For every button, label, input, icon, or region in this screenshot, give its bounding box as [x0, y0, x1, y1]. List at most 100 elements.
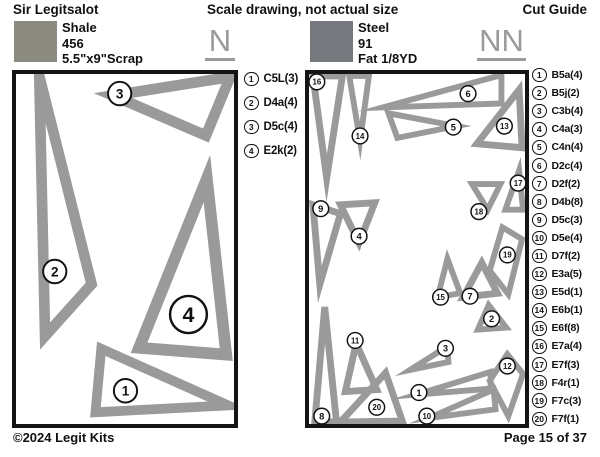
legend-piece-label: F7c(3)	[551, 394, 582, 407]
legend-piece-label: E6f(8)	[551, 322, 580, 335]
piece-number-badge	[107, 80, 133, 107]
legend-piece-label: F4r(1)	[551, 376, 580, 389]
legend-piece-label: B5a(4)	[551, 69, 583, 82]
legend-piece-label: E3a(5)	[551, 268, 583, 281]
piece-number-text: 8	[319, 411, 324, 421]
piece-number-text: 12	[503, 362, 512, 371]
legend-piece-label: E6b(1)	[551, 304, 583, 317]
piece-number-badge	[309, 74, 326, 91]
piece-shape-13	[470, 80, 525, 152]
page-title: Sir Legitsalot	[13, 2, 99, 17]
legend-piece-label: B5j(2)	[551, 87, 580, 100]
piece-shape-4	[130, 154, 233, 361]
piece-number-text: 15	[436, 293, 445, 302]
piece-number-text: 19	[503, 251, 512, 260]
cut-guide-title: Cut Guide	[522, 2, 588, 17]
piece-shape-11	[340, 332, 382, 396]
legend-piece-label: E2k(2)	[263, 145, 298, 157]
legend-piece-label: D2c(4)	[551, 159, 583, 172]
piece-number-badge	[461, 287, 479, 305]
piece-shape-5	[384, 109, 472, 142]
piece-number-badge	[459, 85, 477, 103]
piece-number-text: 2	[489, 314, 494, 324]
legend-item-12: 12 E3a(5)	[532, 265, 583, 283]
piece-number-text: 14	[356, 132, 365, 141]
piece-shape-4	[335, 199, 380, 252]
copyright-text: ©2024 Legit Kits	[13, 430, 115, 445]
piece-number-text: 16	[312, 78, 321, 87]
fabric1-name: Shale	[62, 20, 97, 35]
piece-number-text: 3	[116, 86, 124, 101]
piece-number-badge	[168, 294, 209, 335]
legend-number-badge: 15	[532, 321, 547, 336]
legend-number-badge: 2	[244, 95, 259, 111]
piece-number-badge	[470, 203, 488, 221]
grain-direction-nn-icon: NN	[477, 24, 526, 61]
legend-piece-label: D5e(4)	[551, 231, 583, 244]
legend-number-badge: 19	[532, 393, 547, 408]
piece-number-badge	[431, 288, 450, 306]
piece-shape-12	[486, 349, 525, 424]
legend-item-19: 19 F7c(3)	[532, 392, 583, 410]
piece-shape-3	[93, 74, 234, 143]
piece-number-text: 18	[474, 207, 483, 216]
legend-number-badge: 4	[532, 122, 547, 137]
piece-number-text: 13	[500, 122, 509, 131]
legend-item-10: 10 D5e(4)	[532, 229, 583, 247]
legend-piece-label: D2f(2)	[551, 177, 581, 190]
piece-number-text: 11	[351, 336, 360, 345]
fabric1-info: Shale 456 5.5"x9"Scrap	[62, 20, 143, 67]
legend-piece-label: F7f(1)	[551, 412, 580, 425]
legend-number-badge: 20	[532, 411, 547, 427]
piece-number-badge	[410, 383, 428, 402]
piece-number-badge	[351, 127, 369, 145]
piece-number-text: 17	[514, 179, 523, 188]
legend-number-badge: 14	[532, 303, 547, 318]
legend-number-badge: 1	[244, 71, 259, 87]
piece-number-badge	[483, 310, 501, 328]
piece-number-badge	[350, 227, 368, 245]
piece-shape-7	[456, 255, 503, 302]
scale-note: Scale drawing, not actual size	[207, 2, 399, 17]
legend-piece-label: E5d(1)	[551, 286, 583, 299]
piece-shape-6	[357, 74, 505, 112]
fabric-swatch-steel-icon	[310, 21, 353, 62]
legend-number-badge: 3	[244, 119, 259, 135]
grain-direction-n-icon: N	[205, 24, 235, 61]
piece-number-text: 3	[443, 344, 448, 354]
piece-number-badge	[436, 339, 455, 357]
piece-number-text: 4	[183, 303, 195, 327]
legend-piece-label: D4a(4)	[263, 97, 298, 109]
piece-number-text: 10	[422, 412, 431, 421]
piece-number-badge	[495, 117, 513, 135]
legend-item-20: 20 F7f(1)	[532, 410, 583, 428]
piece-shape-8	[311, 306, 341, 424]
legend-number-badge: 12	[532, 266, 547, 282]
legend-number-badge: 10	[532, 230, 547, 246]
piece-shape-1	[390, 367, 494, 400]
piece-number-text: 1	[416, 388, 421, 398]
legend-number-badge: 1	[532, 67, 547, 83]
piece-number-text: 20	[372, 403, 381, 412]
page-number: Page 15 of 37	[503, 430, 587, 445]
piece-number-badge	[313, 407, 331, 424]
legend-number-badge: 11	[532, 248, 547, 264]
